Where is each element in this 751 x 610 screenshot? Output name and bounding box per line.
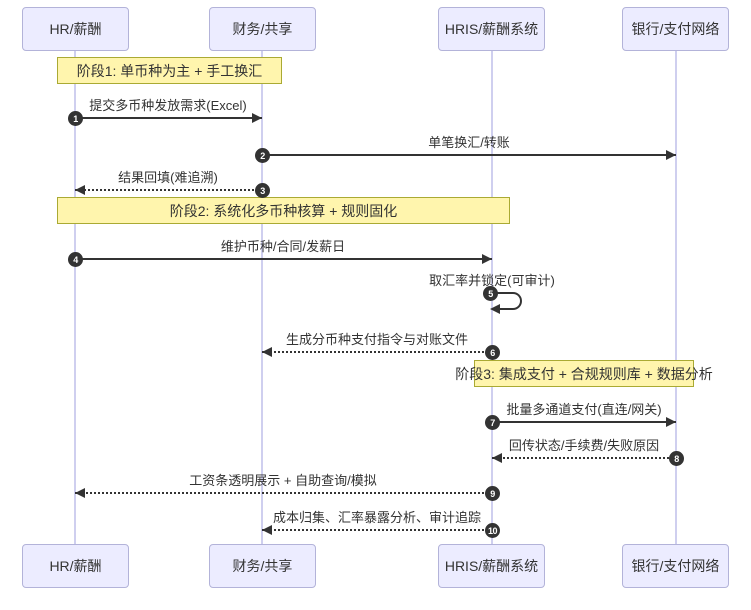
lifeline-hr — [74, 51, 76, 544]
message-7-number: 7 — [485, 415, 500, 430]
message-5-arrowhead — [490, 304, 500, 314]
message-4-arrowhead — [482, 254, 492, 264]
message-1-number: 1 — [68, 111, 83, 126]
message-3-arrowhead — [75, 185, 85, 195]
message-6-line — [262, 351, 492, 353]
actor-label: HR/薪酬 — [49, 21, 102, 37]
message-9-label: 工资条透明展示 + 自助查询/模拟 — [189, 473, 377, 488]
message-1-line — [75, 117, 262, 119]
message-9-line — [75, 492, 492, 494]
actor-bottom-hris: HRIS/薪酬系统 — [438, 544, 545, 588]
actor-label: 银行/支付网络 — [631, 558, 720, 574]
phase-note-3: 阶段3: 集成支付 + 合规规则库 + 数据分析 — [455, 360, 713, 387]
actor-bottom-bank: 银行/支付网络 — [622, 544, 729, 588]
phase-note-label: 阶段1: 单币种为主 + 手工换汇 — [76, 62, 263, 79]
actor-top-hris: HRIS/薪酬系统 — [438, 7, 545, 51]
message-2-arrowhead — [666, 150, 676, 160]
message-2-line — [262, 154, 676, 156]
message-6-label: 生成分币种支付指令与对账文件 — [285, 332, 469, 347]
actor-label: 财务/共享 — [232, 558, 293, 574]
phase-note-label: 阶段2: 系统化多币种核算 + 规则固化 — [169, 202, 398, 219]
message-2-label: 单笔换汇/转账 — [428, 135, 510, 150]
message-5-number: 5 — [483, 286, 498, 301]
message-5-label: 取汇率并锁定(可审计) — [429, 273, 555, 288]
actor-bottom-hr: HR/薪酬 — [22, 544, 129, 588]
message-8-number: 8 — [669, 451, 684, 466]
phase-note-label: 阶段3: 集成支付 + 合规规则库 + 数据分析 — [455, 365, 713, 382]
message-7-line — [492, 421, 676, 423]
actor-top-finance: 财务/共享 — [209, 7, 316, 51]
actor-label: HR/薪酬 — [49, 558, 102, 574]
phase-note-1: 阶段1: 单币种为主 + 手工换汇 — [57, 57, 282, 84]
message-8-line — [492, 457, 676, 459]
message-3-number: 3 — [255, 183, 270, 198]
message-7-label: 批量多通道支付(直连/网关) — [506, 402, 662, 417]
actor-top-hr: HR/薪酬 — [22, 7, 129, 51]
lifeline-bank — [675, 51, 677, 544]
actor-label: 银行/支付网络 — [631, 21, 720, 37]
message-4-label: 维护币种/合同/发薪日 — [220, 239, 346, 254]
message-10-arrowhead — [262, 525, 272, 535]
message-10-line — [262, 529, 492, 531]
message-3-label: 结果回填(难追溯) — [118, 170, 218, 185]
message-3-line — [75, 189, 262, 191]
message-1-arrowhead — [252, 113, 262, 123]
actor-top-bank: 银行/支付网络 — [622, 7, 729, 51]
message-7-arrowhead — [666, 417, 676, 427]
message-4-line — [75, 258, 492, 260]
lifeline-finance — [261, 51, 263, 544]
message-6-arrowhead — [262, 347, 272, 357]
message-2-number: 2 — [255, 148, 270, 163]
actor-label: 财务/共享 — [232, 21, 293, 37]
actor-label: HRIS/薪酬系统 — [444, 21, 539, 37]
actor-label: HRIS/薪酬系统 — [444, 558, 539, 574]
message-8-label: 回传状态/手续费/失败原因 — [508, 438, 660, 453]
message-6-number: 6 — [485, 345, 500, 360]
message-9-arrowhead — [75, 488, 85, 498]
message-1-label: 提交多币种发放需求(Excel) — [89, 98, 247, 113]
message-4-number: 4 — [68, 252, 83, 267]
message-5-self-loop-curve — [492, 292, 522, 310]
actor-bottom-finance: 财务/共享 — [209, 544, 316, 588]
message-8-arrowhead — [492, 453, 502, 463]
message-9-number: 9 — [485, 486, 500, 501]
phase-note-2: 阶段2: 系统化多币种核算 + 规则固化 — [57, 197, 510, 224]
message-10-number: 10 — [485, 523, 500, 538]
message-10-label: 成本归集、汇率暴露分析、审计追踪 — [272, 510, 482, 525]
